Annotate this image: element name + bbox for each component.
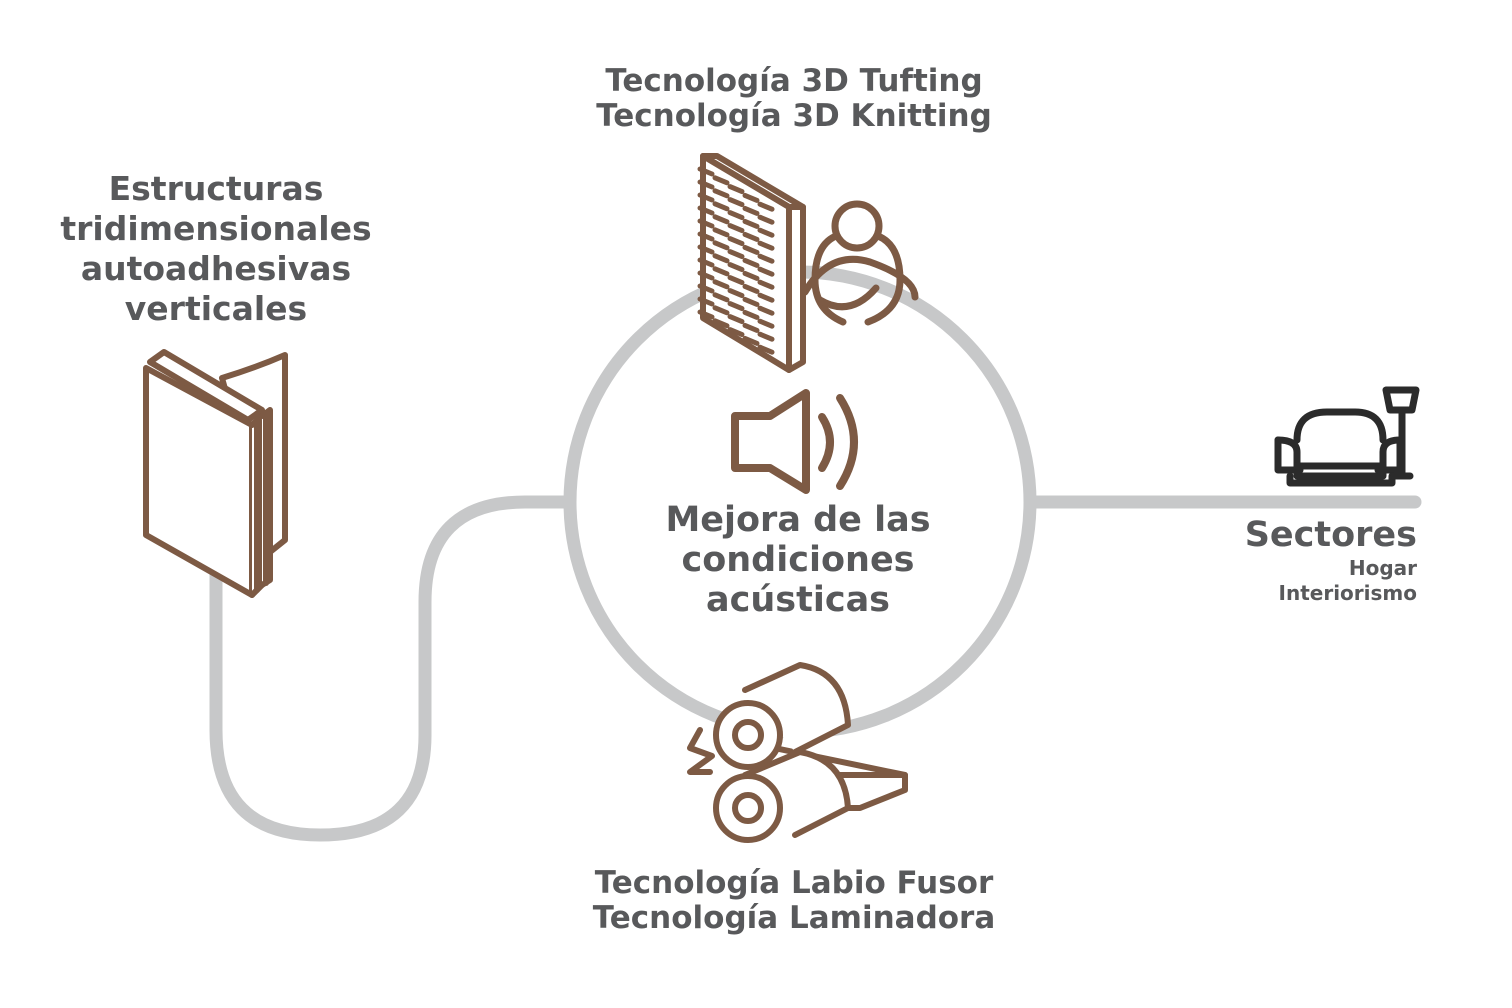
sectores-label: Sectores Hogar Interiorismo xyxy=(1245,514,1417,606)
pin xyxy=(757,292,775,303)
pin xyxy=(712,266,730,277)
pin xyxy=(757,331,775,342)
pin xyxy=(727,301,745,312)
pin xyxy=(742,283,760,294)
estructuras-line-2: tridimensionales xyxy=(60,209,372,248)
pin xyxy=(742,192,760,203)
center-line-2: condiciones xyxy=(681,540,915,580)
labio-line: Tecnología Labio Fusor xyxy=(594,865,994,901)
pin xyxy=(697,218,715,229)
labio-laminadora-label: Tecnología Labio Fusor Tecnología Lamina… xyxy=(593,866,996,936)
pin xyxy=(712,175,730,186)
estructuras-line-4: verticales xyxy=(124,289,308,328)
pin xyxy=(727,197,745,208)
pin xyxy=(697,270,715,281)
pin xyxy=(712,318,730,329)
pin xyxy=(697,309,715,320)
pin xyxy=(757,279,775,290)
pin xyxy=(697,179,715,190)
center-label: Mejora de las condiciones acústicas xyxy=(665,500,930,620)
pin xyxy=(742,218,760,229)
sectores-item-interiorismo: Interiorismo xyxy=(1278,581,1417,605)
pin xyxy=(757,318,775,329)
speaker-icon xyxy=(731,389,858,494)
pin xyxy=(727,327,745,338)
book-panel-icon xyxy=(143,349,288,598)
pin xyxy=(757,253,775,264)
pin xyxy=(757,240,775,251)
sectores-item-hogar: Hogar xyxy=(1348,556,1417,580)
pin xyxy=(742,296,760,307)
pin xyxy=(697,283,715,294)
laminator-rollers-icon xyxy=(687,662,908,843)
armchair-lamp-icon xyxy=(1274,386,1420,487)
pin xyxy=(697,244,715,255)
pin xyxy=(742,244,760,255)
sectores-title: Sectores xyxy=(1244,515,1417,555)
knot-icon xyxy=(801,200,919,326)
pin xyxy=(727,236,745,247)
pin xyxy=(757,344,775,355)
knitting-line: Tecnología 3D Knitting xyxy=(596,98,992,134)
pin xyxy=(727,184,745,195)
pin xyxy=(742,231,760,242)
pin xyxy=(727,223,745,234)
pin xyxy=(697,192,715,203)
pin xyxy=(697,166,715,177)
pin xyxy=(697,257,715,268)
pin xyxy=(712,279,730,290)
pin xyxy=(712,240,730,251)
pin xyxy=(742,205,760,216)
pin xyxy=(727,288,745,299)
center-line-1: Mejora de las xyxy=(665,500,931,540)
pin xyxy=(757,201,775,212)
pin xyxy=(757,214,775,225)
pin xyxy=(697,231,715,242)
pin xyxy=(727,262,745,273)
pin xyxy=(742,322,760,333)
pin xyxy=(697,205,715,216)
pin xyxy=(757,305,775,316)
pin xyxy=(742,257,760,268)
pin xyxy=(757,227,775,238)
laminadora-line: Tecnología Laminadora xyxy=(592,900,996,936)
pin xyxy=(712,188,730,199)
estructuras-label: Estructuras tridimensionales autoadhesiv… xyxy=(60,169,371,329)
pin xyxy=(712,292,730,303)
pin xyxy=(742,309,760,320)
tufting-line: Tecnología 3D Tufting xyxy=(605,63,983,99)
center-line-3: acústicas xyxy=(705,580,891,620)
pin xyxy=(712,227,730,238)
left-connector xyxy=(209,495,577,842)
pin xyxy=(727,314,745,325)
pin xyxy=(697,296,715,307)
pin xyxy=(712,253,730,264)
pin-panel-icon xyxy=(697,153,806,373)
pin xyxy=(742,335,760,346)
pin xyxy=(712,214,730,225)
pin xyxy=(742,270,760,281)
pin xyxy=(712,305,730,316)
estructuras-line-1: Estructuras xyxy=(108,169,324,208)
pin xyxy=(727,249,745,260)
tufting-knitting-label: Tecnología 3D Tufting Tecnología 3D Knit… xyxy=(596,64,992,134)
estructuras-line-3: autoadhesivas xyxy=(80,249,352,288)
pin xyxy=(727,275,745,286)
pin xyxy=(727,210,745,221)
pin xyxy=(757,266,775,277)
pin xyxy=(712,201,730,212)
